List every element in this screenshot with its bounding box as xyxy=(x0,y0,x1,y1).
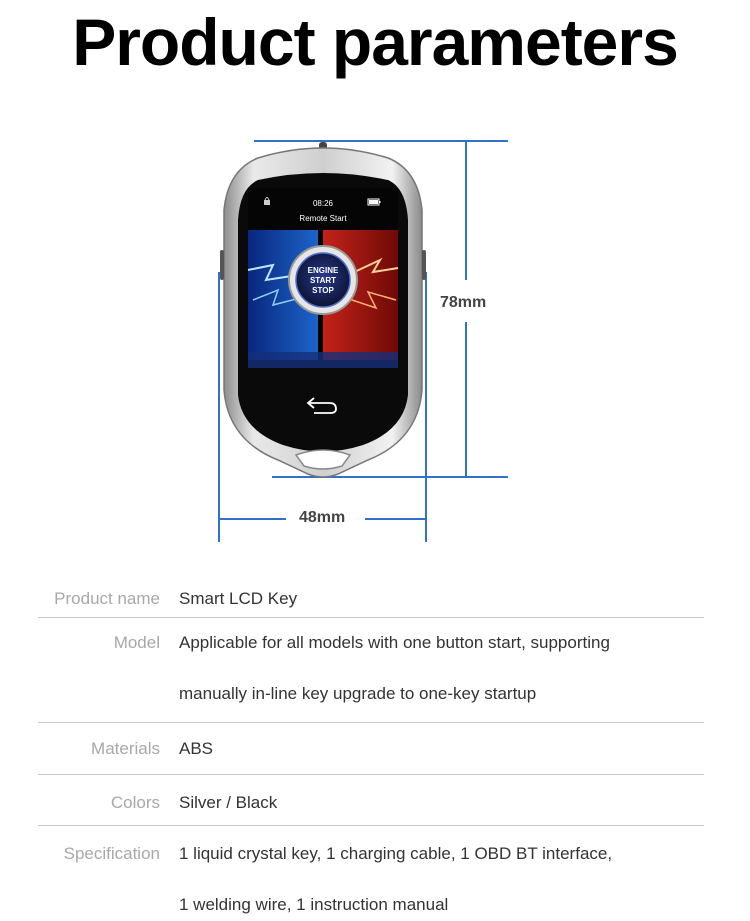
width-label: 48mm xyxy=(299,509,346,526)
param-row-materials: Materials ABS xyxy=(38,723,704,775)
param-value: ABS xyxy=(179,739,214,758)
battery-icon xyxy=(367,198,381,206)
lock-icon xyxy=(264,197,270,205)
smart-key-image: ENGINE START STOP 08:26 Remote Start xyxy=(220,142,426,478)
device-time: 08:26 xyxy=(313,199,334,208)
height-bottom-line xyxy=(272,476,508,478)
param-value: Silver / Black xyxy=(179,793,278,812)
param-row-colors: Colors Silver / Black xyxy=(38,775,704,826)
width-horizontal-line-left xyxy=(218,518,286,520)
height-vertical-line-lower xyxy=(465,322,467,478)
param-value: 1 liquid crystal key, 1 charging cable, … xyxy=(179,844,613,863)
param-row-specification: Specification 1 liquid crystal key, 1 ch… xyxy=(38,826,704,921)
width-horizontal-line-right xyxy=(365,518,427,520)
height-top-line xyxy=(254,140,508,142)
param-row-product-name: Product name Smart LCD Key xyxy=(38,574,704,618)
page-title: Product parameters xyxy=(72,5,679,79)
param-label: Model xyxy=(113,633,160,652)
param-value: Smart LCD Key xyxy=(179,589,298,608)
height-vertical-line-upper xyxy=(465,140,467,280)
param-label: Product name xyxy=(54,589,160,608)
button-text-engine: ENGINE xyxy=(308,266,339,275)
param-label: Specification xyxy=(63,844,160,863)
param-value: Applicable for all models with one butto… xyxy=(179,633,610,652)
button-text-stop: STOP xyxy=(312,286,334,295)
param-label: Colors xyxy=(110,793,160,812)
width-right-line xyxy=(425,272,427,542)
device-mode: Remote Start xyxy=(299,214,347,223)
width-left-line xyxy=(218,272,220,542)
back-arrow-icon xyxy=(306,397,337,414)
param-value: manually in-line key upgrade to one-key … xyxy=(179,684,537,703)
param-label: Materials xyxy=(91,739,160,758)
height-label: 78mm xyxy=(440,294,487,311)
parameters-table: Product name Smart LCD Key Model Applica… xyxy=(38,574,704,921)
param-row-model: Model Applicable for all models with one… xyxy=(38,618,704,723)
button-text-start: START xyxy=(310,276,336,285)
param-value: 1 welding wire, 1 instruction manual xyxy=(179,895,449,914)
